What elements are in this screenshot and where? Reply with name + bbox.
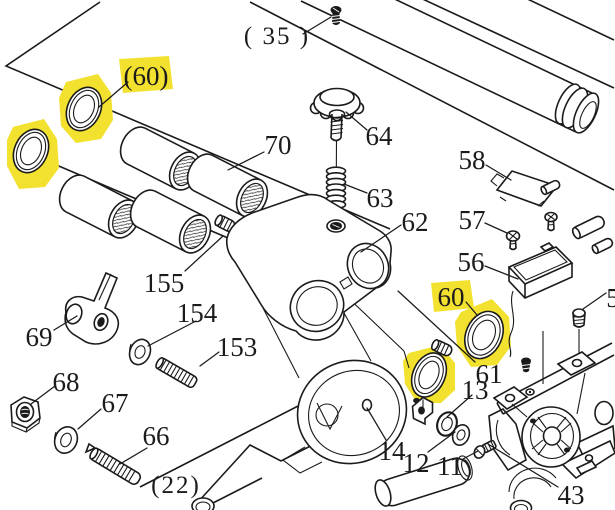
flat-washer [451,424,471,446]
callout-11: 11 [437,451,463,481]
callout-labels: ( 35 ) (60) 70 64 63 62 58 57 56 60 61 1… [26,23,615,510]
callout-58: 58 [459,145,486,175]
sleeve-pin [430,338,453,357]
callout-14: 14 [379,436,407,466]
dowel-pin-large [571,215,605,240]
callout-35: ( 35 ) [244,23,310,50]
bushing-3 [58,174,141,239]
callout-154: 154 [177,298,218,328]
callout-68: 68 [53,367,80,397]
pan-screw-a [505,230,521,251]
o-ring-3 [463,310,505,360]
callout-57: 57 [459,205,486,235]
callout-62: 62 [402,207,429,237]
callout-155: 155 [144,268,185,298]
callout-43: 43 [558,480,585,510]
callout-13: 13 [462,375,489,405]
callout-56: 56 [458,247,485,277]
guide-tube-front [300,0,600,134]
callout-69: 69 [26,322,53,352]
guide-tube-rear [422,0,615,89]
callout-5-partial: 5 [606,283,615,313]
star-knob [309,87,365,223]
o-ring-4 [410,352,448,398]
clamp-handle [64,271,120,345]
screw-top [330,6,342,25]
dome-grommet-center [509,499,533,510]
callout-67: 67 [102,388,129,418]
screw-small [473,439,497,459]
washer-small [128,338,152,366]
callout-70: 70 [265,130,292,160]
callout-63: 63 [367,183,394,213]
callout-60-left: (60) [124,61,169,91]
arm-casting [225,193,410,474]
leader-lines [30,16,607,488]
o-ring-2 [12,128,50,174]
callout-61: 61 [476,359,503,389]
callout-60-right: 60 [438,282,465,312]
l-bracket [411,396,434,426]
callout-64: 64 [366,121,394,151]
washer-large [53,426,79,454]
callout-22: (22) [151,472,201,499]
tray [507,242,574,358]
set-screw-small [521,357,531,373]
bushing-4 [129,189,212,254]
dome-grommet-left [191,497,215,510]
pivot-tube [374,455,473,507]
pan-screw-b [544,211,558,232]
set-screw [572,308,586,357]
dowel-pin-small-top [540,179,561,196]
callout-66: 66 [143,421,170,451]
callout-12: 12 [403,448,430,478]
dowel-pin-small [591,237,614,255]
threaded-stud [155,357,198,389]
hex-nut [10,396,41,433]
callout-153: 153 [217,332,258,362]
bushing-2 [186,153,269,218]
o-ring-1 [65,86,103,132]
bearing-housing [488,331,615,500]
threaded-bolt [84,442,142,485]
spring [325,166,347,210]
